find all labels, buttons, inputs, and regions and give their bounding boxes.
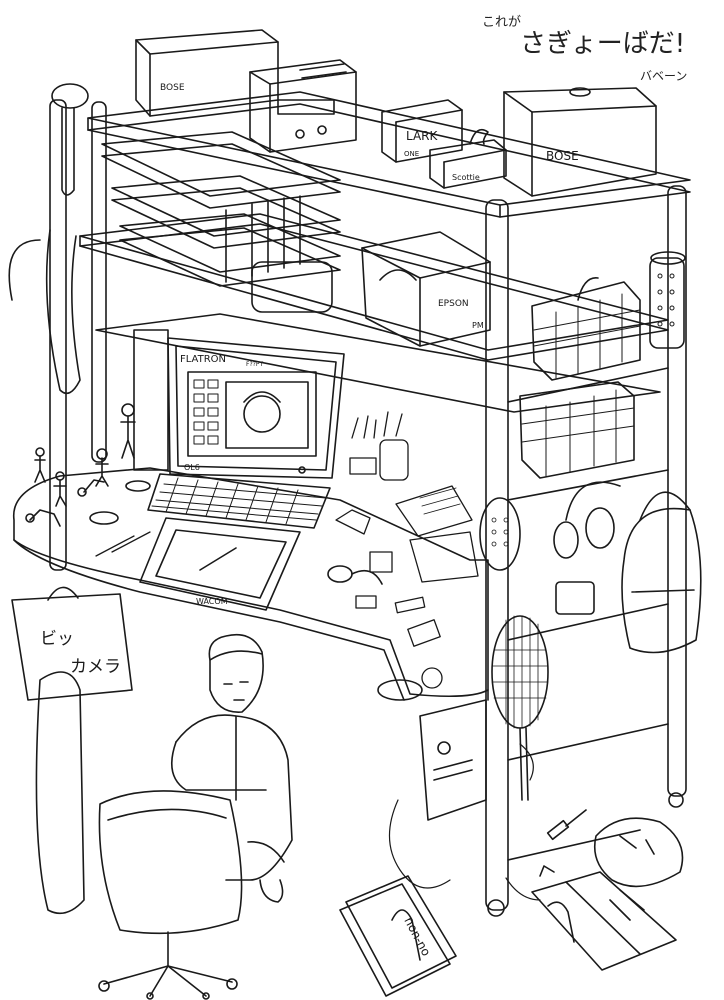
wacom-label: WACOM [196, 597, 228, 606]
monitor-icon: FLATRON F??PT OL6 [133, 329, 345, 479]
basket-icon [531, 277, 641, 381]
desk-lamp-icon [8, 83, 686, 395]
magazine-title: non-no [401, 915, 433, 959]
lg-badge: OL6 [184, 463, 200, 472]
cloth-icon [593, 817, 684, 888]
lark-sub: ONE [404, 150, 419, 158]
cable-icon [388, 743, 541, 901]
tissue-box-icon: Scottie [429, 128, 507, 189]
bic-label-1: ビッ [40, 629, 74, 649]
keyboard-icon [147, 473, 331, 529]
desk-clutter [95, 411, 479, 689]
magazine-icon: non-no [339, 875, 457, 997]
caption: これが さぎょーばだ! バベーン [482, 15, 687, 83]
bose-logo-right: BOSE [546, 149, 579, 163]
rack-shelf-icon [49, 91, 691, 917]
paper-tray-icon [101, 131, 341, 287]
caption-main: さぎょーばだ! [520, 29, 685, 59]
printer-icon: EPSON PM [251, 231, 491, 347]
figurine-icon [25, 403, 151, 527]
caption-small: これが [482, 15, 521, 30]
bose-logo-top: BOSE [160, 83, 185, 93]
epson-label: EPSON [438, 299, 469, 309]
pc-tower-icon [419, 699, 487, 821]
bag-icon [555, 491, 702, 654]
screwdriver-icon [539, 809, 587, 877]
flatron-label: FLATRON [180, 354, 226, 365]
stereo-icon [249, 59, 357, 153]
flatron-sub: F??PT [246, 361, 263, 368]
lark-label: LARK [406, 129, 439, 143]
caption-tail: バベーン [640, 69, 687, 83]
basket-icon-2 [519, 381, 635, 479]
printer-model: PM [472, 321, 484, 330]
shopping-bag-icon: ビッ カメラ [11, 586, 133, 701]
speaker-right: BOSE [503, 87, 657, 197]
headphones-icon [553, 481, 621, 559]
desk-icon [12, 467, 489, 701]
scottie-label: Scottie [452, 173, 480, 182]
mouse-icon [327, 565, 383, 585]
office-chair-icon [35, 671, 243, 1000]
pen-tablet-icon: WACOM [139, 517, 301, 611]
tennis-racket-icon [491, 615, 549, 801]
person-icon [170, 633, 293, 903]
bic-label-2: カメラ [70, 657, 121, 677]
magazine-open-icon [531, 871, 677, 971]
lark-box: LARK ONE [381, 99, 463, 163]
remote-icon [479, 497, 521, 571]
